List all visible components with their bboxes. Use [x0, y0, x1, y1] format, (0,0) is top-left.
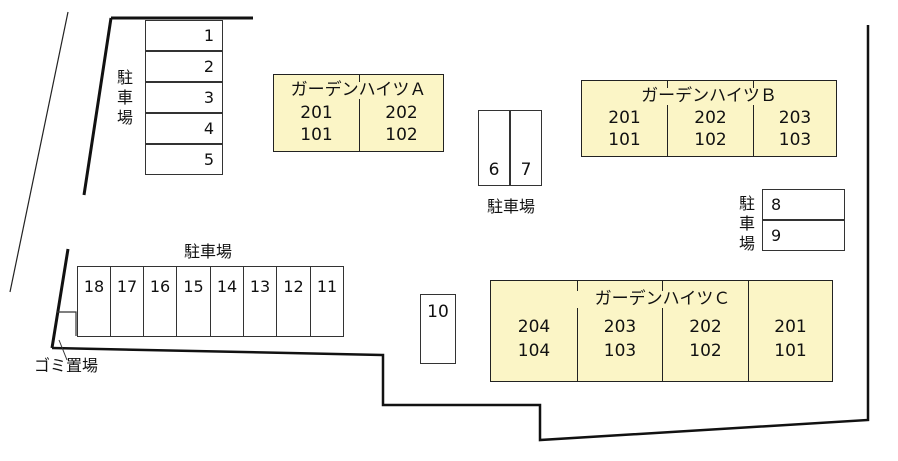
unit-number: 101 [774, 341, 807, 361]
unit-number: 101 [300, 125, 333, 145]
boundary-left-lower [50, 248, 70, 349]
parking-stall[interactable]: 12 [276, 266, 311, 337]
parking-stall[interactable]: 8 [762, 189, 845, 220]
building-c[interactable]: 204 104 203 103 202 102 201 101 ガーデンハイツＣ [490, 280, 833, 382]
boundary-bottom-right [51, 25, 870, 442]
unit-column: 202 102 [667, 81, 753, 156]
building-name: ガーデンハイツＢ [612, 88, 806, 105]
unit-number: 203 [778, 108, 812, 128]
building-name: ガーデンハイツＣ [577, 291, 748, 308]
parking-stall[interactable]: 16 [143, 266, 177, 337]
unit-number: 102 [385, 125, 418, 145]
parking-stall[interactable]: 2 [145, 51, 223, 82]
unit-number: 102 [694, 130, 727, 150]
parking-stall[interactable]: 14 [210, 266, 244, 337]
unit-column: 203 103 [577, 281, 662, 381]
parking-right: 8 9 [762, 189, 845, 251]
parking-stall[interactable]: 1 [145, 20, 223, 51]
boundary-left-upper [82, 17, 113, 196]
unit-number: 103 [603, 341, 637, 361]
unit-number: 202 [385, 103, 418, 123]
parking-center: 6 7 [478, 110, 542, 186]
unit-number: 102 [689, 341, 722, 361]
parking-stall[interactable]: 18 [77, 266, 111, 337]
parking-stall[interactable]: 11 [310, 266, 344, 337]
unit-number: 201 [774, 317, 807, 337]
unit-column: 201 101 [748, 281, 832, 381]
parking-label-right: 駐 車 場 [738, 194, 755, 253]
parking-stall-single[interactable]: 10 [420, 294, 456, 364]
unit-number: 104 [517, 341, 551, 361]
road-line [9, 11, 69, 293]
unit-number: 204 [517, 317, 551, 337]
parking-label-center: 駐車場 [486, 197, 535, 216]
unit-number: 201 [300, 103, 333, 123]
unit-column: 201 101 [582, 81, 667, 156]
parking-stall[interactable]: 15 [176, 266, 211, 337]
parking-label-lower-left: 駐車場 [183, 242, 232, 261]
parking-stall[interactable]: 17 [110, 266, 144, 337]
unit-number: 101 [608, 130, 641, 150]
unit-column: 203 103 [753, 81, 836, 156]
parking-stall[interactable]: 7 [510, 110, 542, 186]
parking-stall[interactable]: 4 [145, 113, 223, 144]
unit-column: 201 101 [274, 75, 359, 151]
parking-label-upper-left: 駐 車 場 [116, 68, 133, 127]
unit-column: 202 102 [662, 281, 748, 381]
parking-lower-left: 18 17 16 15 14 13 12 11 [77, 266, 344, 337]
garbage-pointer [58, 339, 68, 361]
unit-number: 203 [603, 317, 637, 337]
unit-number: 103 [778, 130, 812, 150]
unit-number: 201 [608, 108, 641, 128]
unit-number: 202 [694, 108, 727, 128]
building-a[interactable]: 201 101 202 102 ガーデンハイツＡ [273, 74, 444, 152]
unit-column: 202 102 [359, 75, 443, 151]
garbage-area-label: ゴミ置場 [34, 356, 99, 375]
parking-stall[interactable]: 9 [762, 220, 845, 251]
parking-stall[interactable]: 3 [145, 82, 223, 113]
parking-stall[interactable]: 6 [478, 110, 510, 186]
parking-stall[interactable]: 13 [243, 266, 277, 337]
garbage-area [57, 311, 77, 336]
building-name: ガーデンハイツＡ [274, 82, 443, 99]
parking-stall[interactable]: 5 [145, 144, 223, 175]
unit-column: 204 104 [491, 281, 577, 381]
parking-upper-left: 1 2 3 4 5 [145, 20, 223, 175]
unit-number: 202 [689, 317, 722, 337]
building-b[interactable]: 201 101 202 102 203 103 ガーデンハイツＢ [581, 80, 837, 157]
